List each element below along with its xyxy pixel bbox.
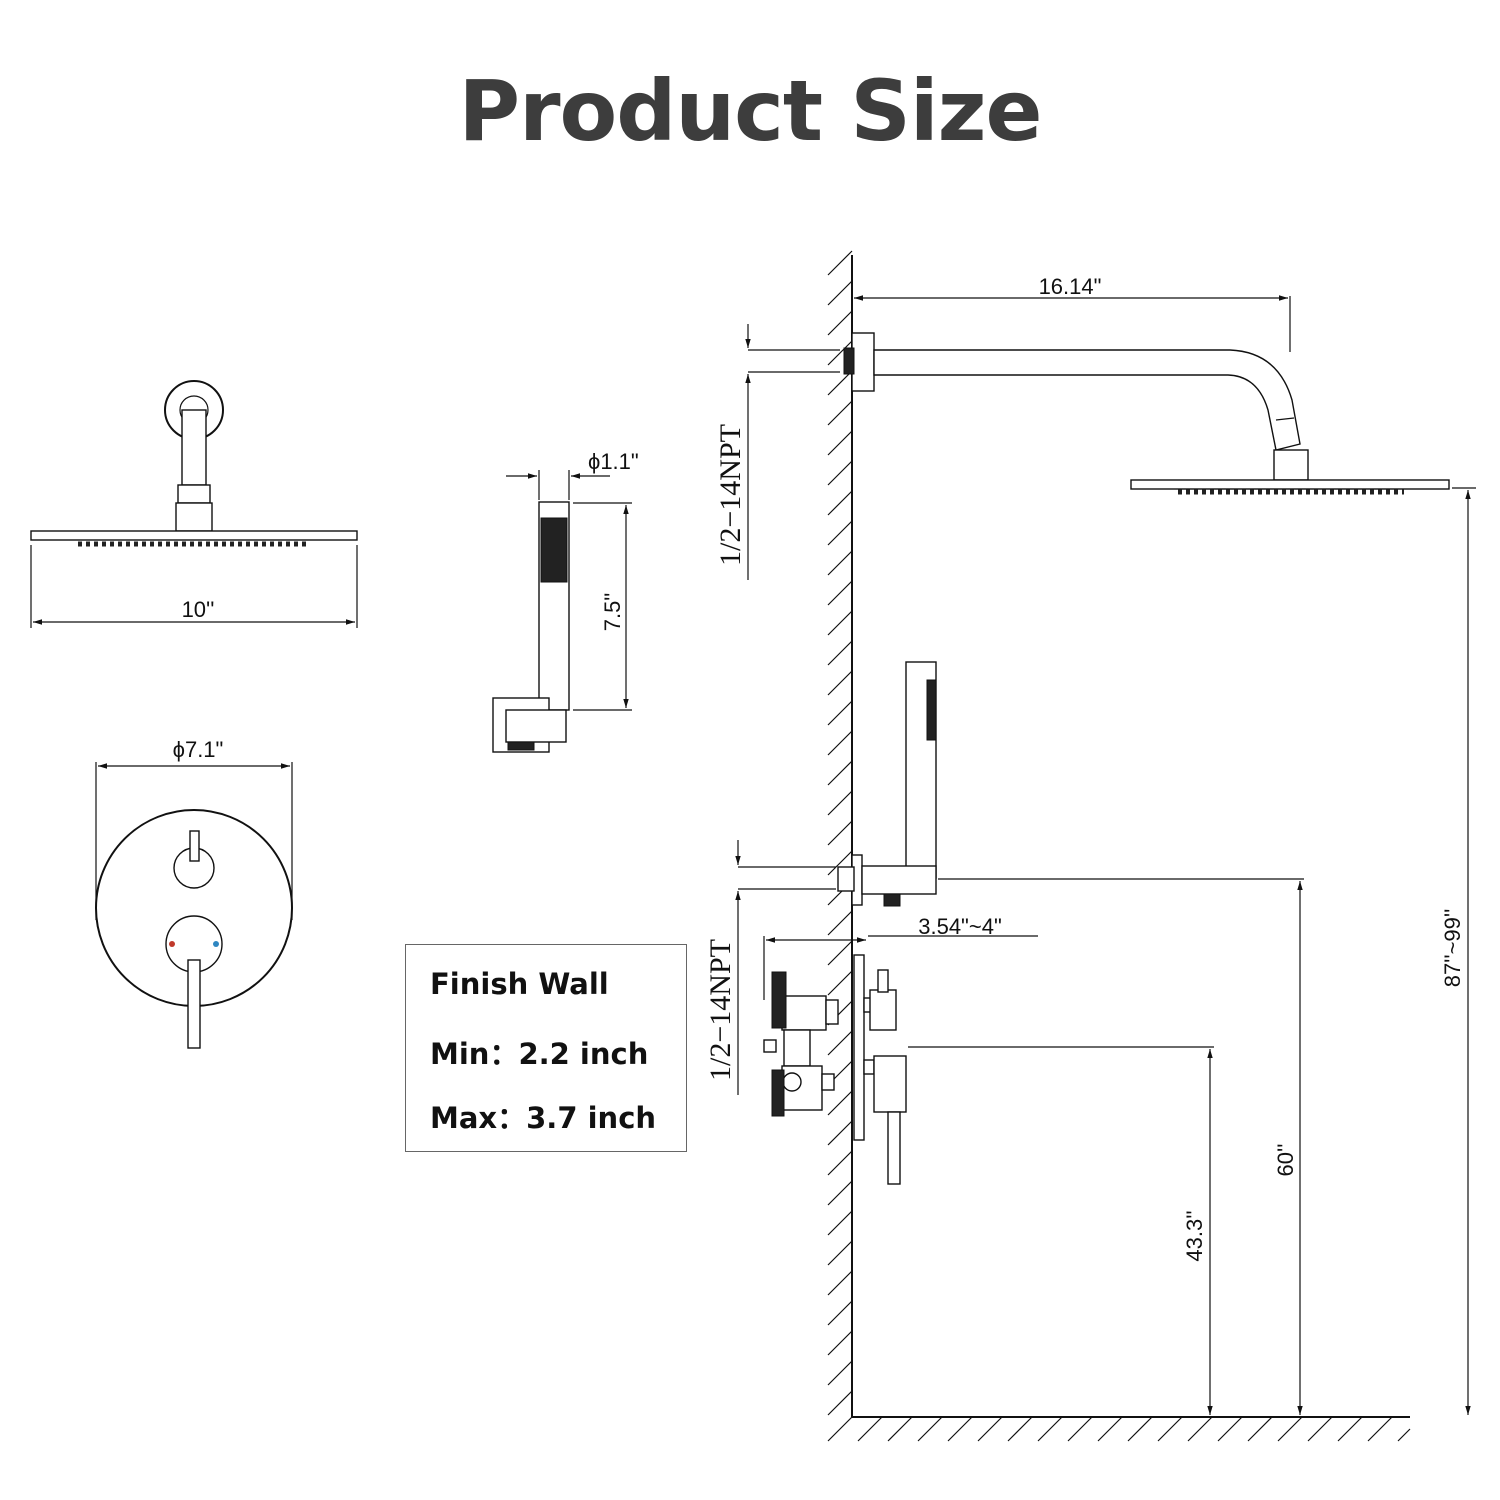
valve-trim-plate-icon bbox=[95, 762, 293, 1049]
head-width-label: 10'' bbox=[182, 597, 215, 622]
head-height-label: 87''~99'' bbox=[1440, 909, 1465, 988]
shower-system-side-view-icon bbox=[735, 250, 1476, 1442]
arm-length-label: 16.14" bbox=[1039, 274, 1102, 299]
valve-height-label: 43.3'' bbox=[1182, 1210, 1207, 1261]
handheld-length-label: 7.5" bbox=[600, 593, 625, 631]
finish-wall-heading: Finish Wall bbox=[430, 967, 609, 1001]
shower-head-front-icon bbox=[30, 380, 358, 628]
thread-top-label: 1/2−14NPT bbox=[714, 424, 747, 566]
thread-bottom-label: 1/2−14NPT bbox=[704, 939, 737, 1081]
plate-diameter-label: ϕ7.1" bbox=[173, 737, 224, 762]
finish-wall-max: Max：3.7 inch bbox=[430, 1101, 657, 1135]
finish-wall-box: Finish Wall Min：2.2 inch Max：3.7 inch bbox=[405, 944, 687, 1152]
page-title: Product Size bbox=[458, 62, 1043, 160]
finish-wall-min: Min：2.2 inch bbox=[430, 1037, 649, 1071]
outlet-height-label: 60'' bbox=[1273, 1144, 1298, 1177]
handheld-shower-icon bbox=[492, 470, 632, 753]
depth-label: 3.54"~4" bbox=[918, 914, 1002, 939]
handheld-diameter-label: ϕ1.1" bbox=[588, 449, 639, 474]
